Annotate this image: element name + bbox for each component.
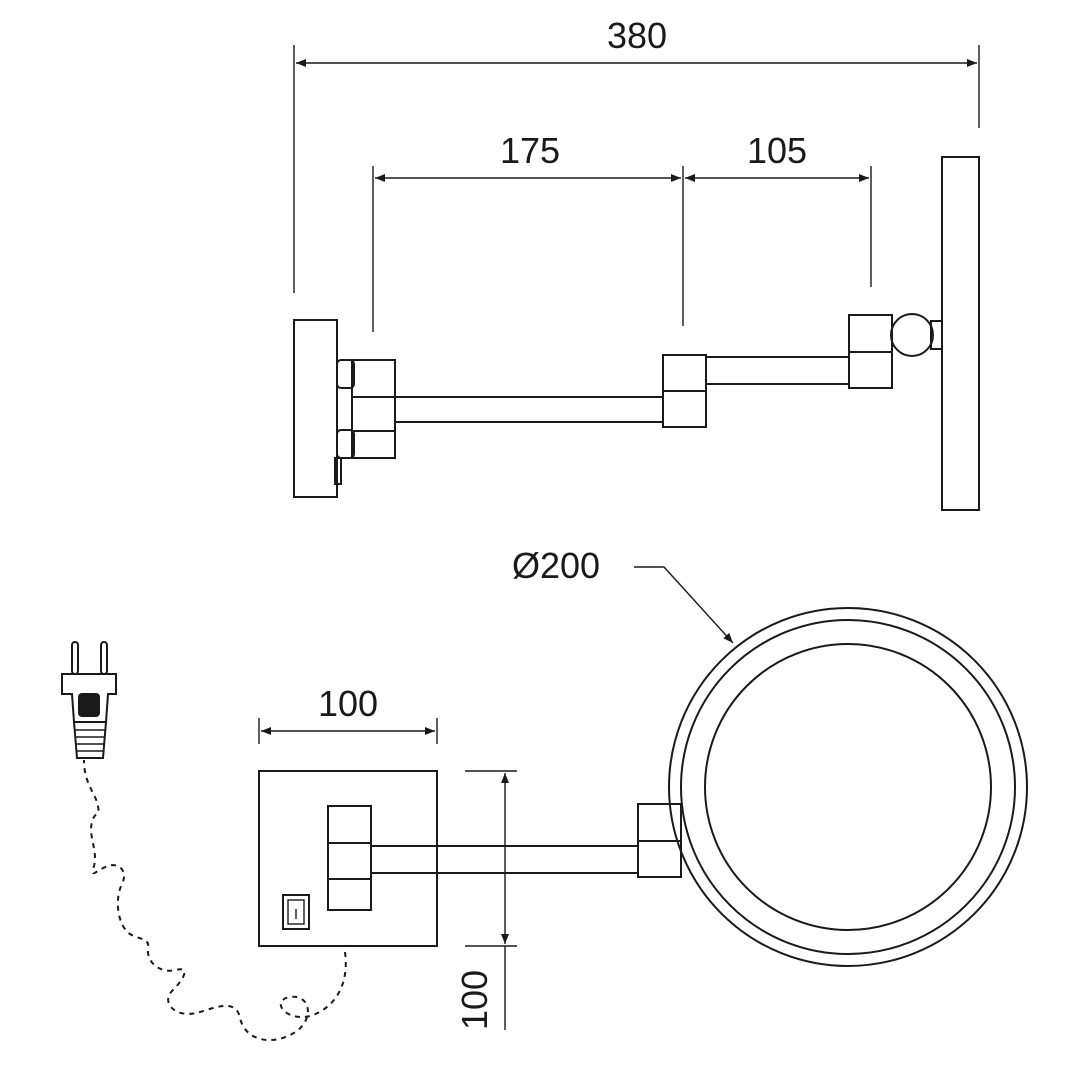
dimension-base-width: 100 xyxy=(258,683,438,744)
dimension-label-380: 380 xyxy=(607,15,667,56)
hinge-collar-bottom xyxy=(336,429,355,459)
dimension-label-175: 175 xyxy=(500,130,560,171)
mirror-glass xyxy=(704,643,992,931)
end-hinge-side xyxy=(848,314,893,389)
mirror-inner-rim xyxy=(680,619,1016,955)
switch-rocker xyxy=(287,899,305,925)
dimension-label-diameter: Ø200 xyxy=(512,545,600,586)
power-plug-icon xyxy=(61,641,117,759)
hinge-block-upper xyxy=(351,359,396,398)
mirror-hinge-front xyxy=(637,803,682,878)
dimension-label-105: 105 xyxy=(747,130,807,171)
ball-joint xyxy=(890,313,934,357)
side-view: 380 175 105 xyxy=(293,15,980,511)
end-hinge-upper xyxy=(848,314,893,353)
arm-segment-1 xyxy=(394,396,664,423)
base-plate-front xyxy=(258,770,438,947)
diameter-leader-line xyxy=(634,566,734,644)
base-hinge-front-middle xyxy=(327,842,372,880)
hinge-collar-top xyxy=(336,359,355,389)
base-hinge-front xyxy=(327,805,372,911)
dimension-380: 380 xyxy=(293,15,980,293)
arm-segment-2 xyxy=(705,356,850,385)
mirror-outer-rim xyxy=(668,607,1028,967)
middle-hinge-side xyxy=(662,354,707,428)
base-hinge-side xyxy=(334,359,396,485)
plug-grip xyxy=(78,693,100,717)
plug-pin-left xyxy=(71,641,79,675)
mirror-side xyxy=(941,156,980,511)
dimension-base-height: 100 xyxy=(454,770,517,1030)
base-hinge-front-lower xyxy=(327,878,372,911)
hinge-block-middle xyxy=(351,396,396,432)
dimension-label-base-width: 100 xyxy=(318,683,378,724)
end-hinge-lower xyxy=(848,351,893,389)
power-cord xyxy=(83,759,347,1042)
dimension-175: 175 xyxy=(372,130,684,332)
middle-hinge-upper xyxy=(662,354,707,392)
middle-hinge-lower xyxy=(662,390,707,428)
mirror-hinge-front-lower xyxy=(637,840,682,878)
mirror-hinge-front-upper xyxy=(637,803,682,842)
mirror-front xyxy=(668,607,1028,967)
hinge-tab xyxy=(334,457,342,485)
wall-plate-side xyxy=(293,319,338,498)
switch-housing xyxy=(282,894,310,930)
plug-strain-relief xyxy=(72,721,108,759)
base-hinge-front-upper xyxy=(327,805,372,844)
hinge-block-lower xyxy=(351,430,396,459)
front-view: Ø200 100 100 xyxy=(61,545,1028,1042)
dimension-diameter: Ø200 xyxy=(512,545,734,644)
dimension-105: 105 xyxy=(685,130,872,287)
dimension-label-base-height: 100 xyxy=(454,970,495,1030)
plug-pin-right xyxy=(100,641,108,675)
rocker-switch-icon xyxy=(282,894,310,930)
